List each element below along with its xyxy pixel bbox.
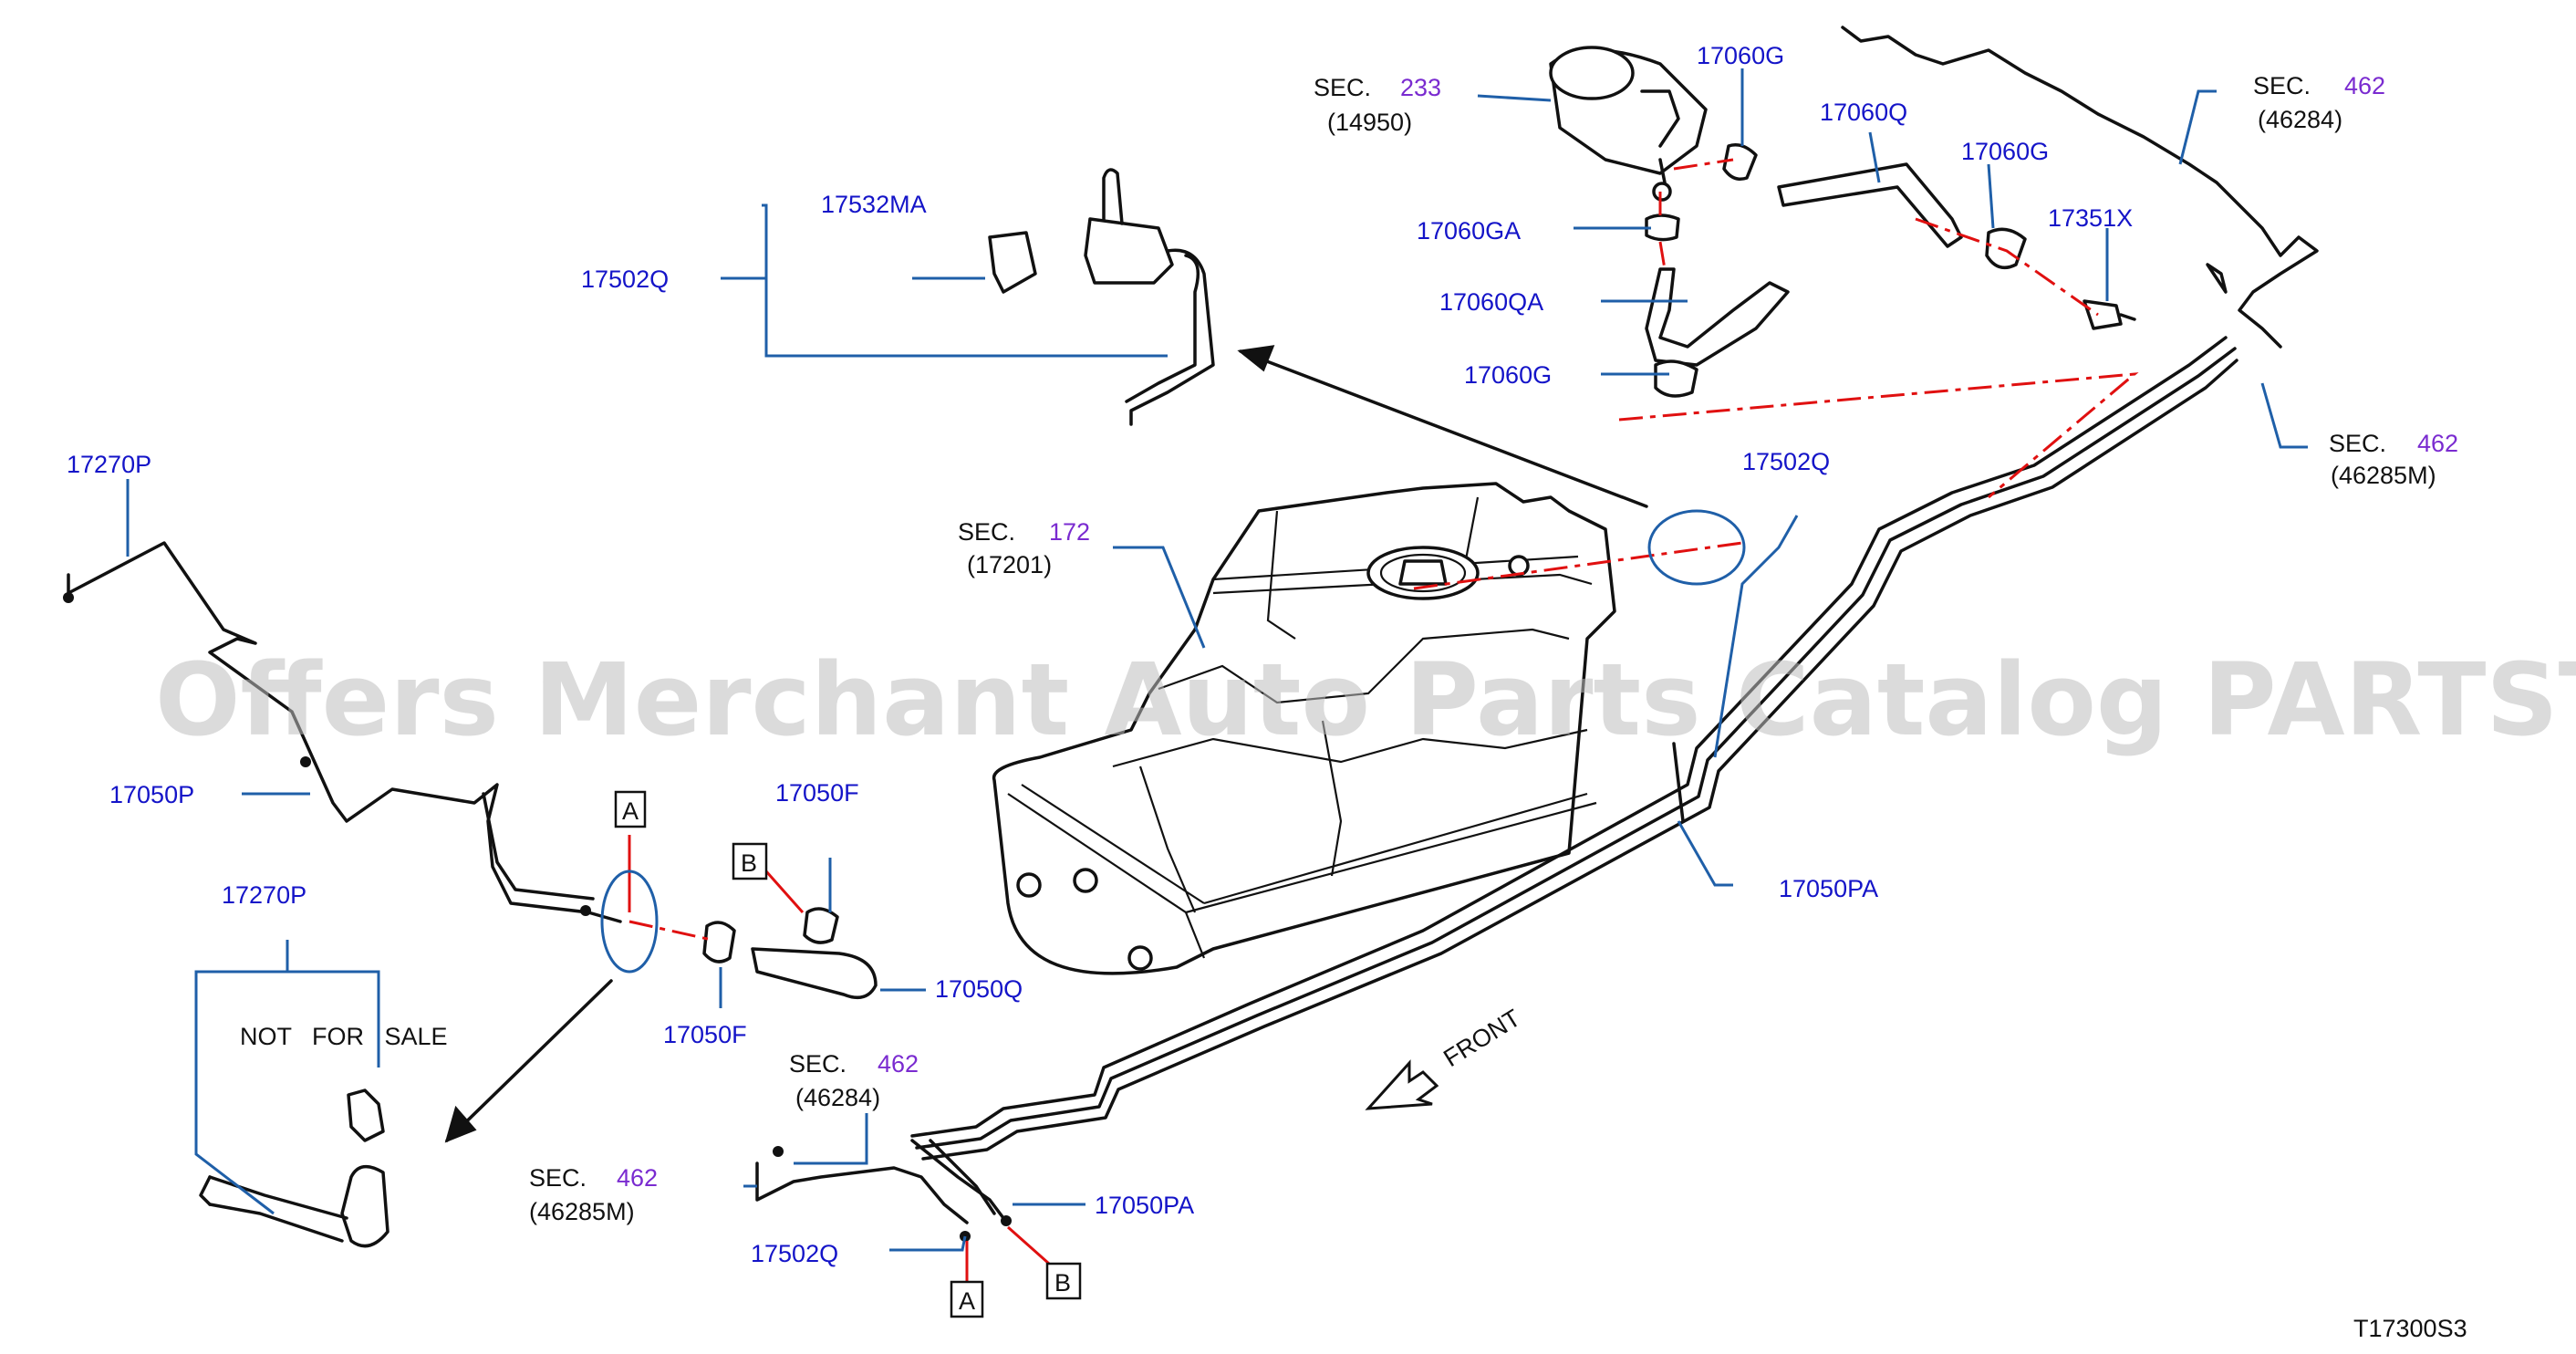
ref-box-b-low-label: B (1054, 1269, 1071, 1297)
sec462-low-number[interactable]: 462 (617, 1164, 658, 1192)
leader-lines (126, 68, 2308, 1252)
part-17060G-a[interactable]: 17060G (1697, 42, 1784, 69)
part-17060Q[interactable]: 17060Q (1820, 99, 1907, 126)
part-17060QA[interactable]: 17060QA (1439, 288, 1543, 316)
sec462-right-number[interactable]: 462 (2417, 430, 2458, 457)
not-for-sale-note: NOT FOR SALE (240, 1023, 448, 1050)
front-label: FRONT (1439, 1004, 1525, 1072)
sec172-number[interactable]: 172 (1049, 518, 1090, 546)
detail-circles (600, 509, 1746, 974)
part-17270P-top[interactable]: 17270P (67, 451, 151, 478)
fuel-tank-illustration (992, 482, 1616, 975)
sec462-top-sub: (46284) (2258, 106, 2342, 133)
part-17351X[interactable]: 17351X (2048, 204, 2133, 232)
part-17270P-bottom[interactable]: 17270P (222, 881, 306, 909)
part-17060GA[interactable]: 17060GA (1417, 217, 1521, 245)
sec462-right-prefix: SEC. (2329, 430, 2386, 457)
part-17532MA[interactable]: 17532MA (821, 191, 927, 218)
sec233-number[interactable]: 233 (1400, 74, 1441, 101)
part-17050PA-low[interactable]: 17050PA (1095, 1192, 1194, 1219)
diagram-code: T17300S3 (2353, 1315, 2467, 1342)
part-17060G-c[interactable]: 17060G (1464, 361, 1552, 389)
ref-box-a-low-label: A (959, 1287, 975, 1315)
part-17502Q-low[interactable]: 17502Q (751, 1240, 838, 1267)
sec462-mid-number[interactable]: 462 (878, 1050, 919, 1078)
sec233-prefix: SEC. (1314, 74, 1371, 101)
ref-box-a-top: A (614, 790, 647, 828)
part-17502Q-tank[interactable]: 17502Q (1742, 448, 1830, 475)
hose-clip-group (702, 907, 878, 1000)
part-17050F-bottom[interactable]: 17050F (663, 1021, 747, 1048)
sec172-prefix: SEC. (958, 518, 1015, 546)
part-17060G-b[interactable]: 17060G (1961, 138, 2049, 165)
direction-arrows (444, 345, 1648, 1143)
part-17502Q-top[interactable]: 17502Q (581, 266, 669, 293)
red-center-lines (628, 158, 2139, 1282)
sec462-low-sub: (46285M) (529, 1198, 635, 1225)
sec462-top-prefix: SEC. (2253, 72, 2311, 99)
ref-box-b-low: B (1045, 1262, 1082, 1300)
fuel-tube-bundle (63, 26, 2319, 1242)
front-arrow-icon (1365, 1059, 1439, 1110)
sec462-right-sub: (46285M) (2331, 462, 2436, 489)
part-17050Q[interactable]: 17050Q (935, 975, 1023, 1003)
ref-box-a-top-label: A (622, 797, 639, 825)
part-17050P[interactable]: 17050P (109, 781, 194, 808)
quick-connector-group (988, 168, 1215, 426)
sec462-top-number[interactable]: 462 (2344, 72, 2385, 99)
ref-box-b-top-label: B (741, 849, 757, 877)
ref-box-a-low: A (950, 1280, 984, 1318)
sec462-mid-sub: (46284) (795, 1084, 880, 1111)
sec233-sub: (14950) (1327, 109, 1412, 136)
part-17050F-top[interactable]: 17050F (775, 779, 859, 807)
evap-canister-group (1549, 46, 2136, 398)
sec462-low-prefix: SEC. (529, 1164, 587, 1192)
watermark-text: Offers Merchant Auto Parts Catalog PARTS… (155, 641, 2576, 758)
sec462-mid-prefix: SEC. (789, 1050, 847, 1078)
part-17050PA-right[interactable]: 17050PA (1779, 875, 1878, 902)
ref-box-b-top: B (732, 842, 768, 880)
lower-connector-group (199, 1088, 390, 1248)
sec172-sub: (17201) (967, 551, 1052, 578)
